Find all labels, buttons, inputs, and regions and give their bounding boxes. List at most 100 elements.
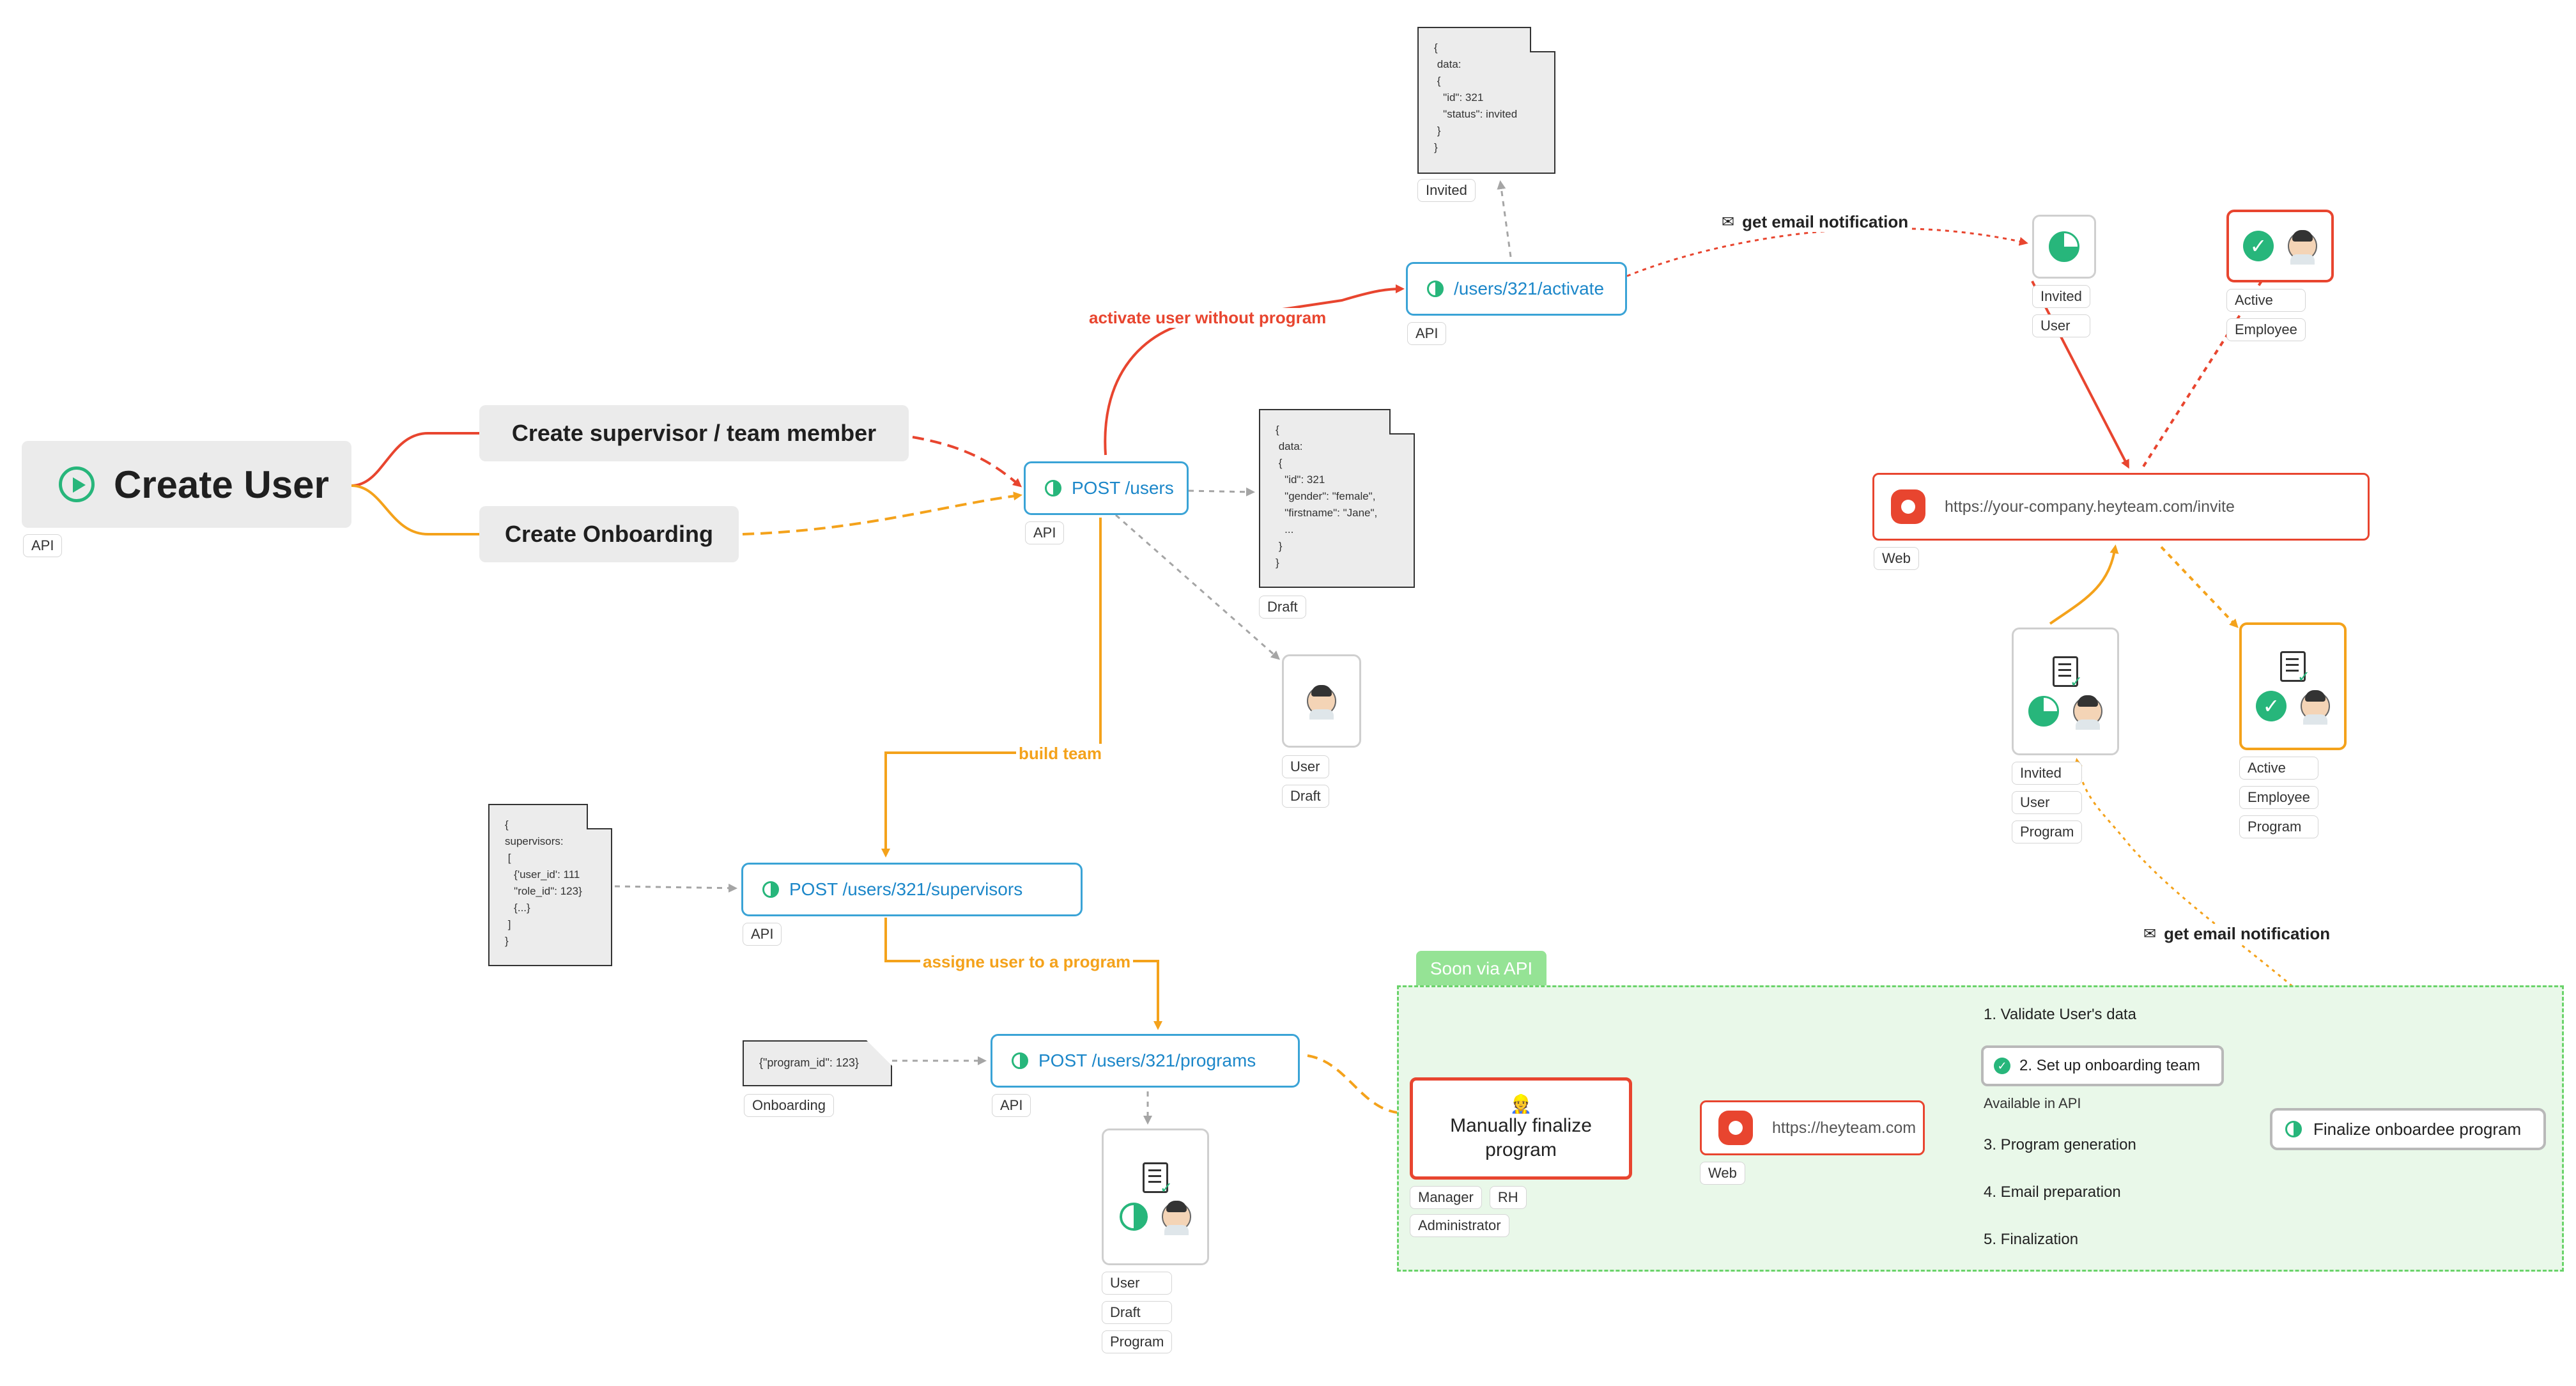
- finalize-label: Finalize onboardee program: [2313, 1119, 2522, 1139]
- soon-via-api-tab: Soon via API: [1416, 951, 1546, 987]
- available-in-api-label: Available in API: [1984, 1095, 2081, 1111]
- status-tag: Active: [2226, 289, 2306, 312]
- heyteam-web-tag: Web: [1700, 1162, 1745, 1185]
- heyteam-logo-icon: [1888, 487, 1928, 527]
- activate-node[interactable]: /users/321/activate: [1406, 262, 1627, 316]
- status-tag: Draft: [1282, 785, 1329, 808]
- invited-user-card[interactable]: [2032, 215, 2096, 279]
- branch-supervisor-line: [351, 432, 479, 487]
- person-icon: [2301, 690, 2330, 725]
- half-progress-icon: [1012, 1052, 1028, 1069]
- branch-onboarding-line: [351, 484, 479, 535]
- status-tag: User: [1102, 1272, 1173, 1295]
- activate-label: /users/321/activate: [1454, 279, 1605, 298]
- email-notification-top: ✉ get email notification: [1722, 212, 1911, 232]
- post-programs-label: POST /users/321/programs: [1038, 1051, 1256, 1070]
- play-icon: [59, 466, 95, 502]
- check-icon: ✓: [1994, 1058, 2010, 1074]
- envelope-icon: ✉: [1722, 213, 1735, 231]
- doc-fold-corner: [587, 804, 612, 829]
- doc-fold-corner: [1530, 27, 1555, 52]
- create-onboarding-node[interactable]: Create Onboarding: [479, 506, 739, 562]
- check-icon: ✓: [2243, 231, 2274, 261]
- status-tag: Employee: [2226, 318, 2306, 341]
- role-tag: Manager: [1410, 1186, 1482, 1209]
- create-supervisor-node[interactable]: Create supervisor / team member: [479, 405, 909, 461]
- invited-doc-tag: Invited: [1417, 179, 1476, 202]
- draft-json-doc: { data: { "id": 321 "gender": "female", …: [1259, 409, 1415, 588]
- status-tag: Active: [2239, 757, 2318, 780]
- edge-onboarding-post: [742, 491, 1022, 535]
- invited-user-program-tags: Invited User Program: [2012, 762, 2083, 843]
- role-tag: Administrator: [1410, 1214, 1509, 1237]
- manual-line-2: program: [1485, 1139, 1557, 1160]
- invite-url-box[interactable]: https://your-company.heyteam.com/invite: [1872, 473, 2370, 541]
- doc-fold-corner: [1389, 409, 1415, 435]
- program-doc-icon: [1143, 1162, 1173, 1197]
- status-tag: Program: [1102, 1330, 1173, 1353]
- active-employee-tags: Active Employee: [2226, 289, 2306, 341]
- user-draft-program-card[interactable]: [1102, 1128, 1209, 1265]
- supervisors-api-tag: API: [743, 923, 782, 946]
- heyteam-web-box[interactable]: https://heyteam.com: [1700, 1100, 1925, 1155]
- program-doc-icon: [2053, 656, 2083, 691]
- status-tag: Invited: [2032, 285, 2090, 308]
- person-icon: [1307, 685, 1336, 720]
- post-users-node[interactable]: POST /users: [1024, 461, 1189, 515]
- status-tag: Invited: [2012, 762, 2083, 785]
- step-onboarding-team-label: 2. Set up onboarding team: [2019, 1057, 2200, 1074]
- person-icon: [2073, 695, 2102, 730]
- user-draft-tags: User Draft: [1282, 755, 1329, 808]
- manual-role-tags: Manager RH: [1410, 1186, 1527, 1209]
- half-progress-icon: [2285, 1121, 2302, 1137]
- edge-label-assign-program: assigne user to a program: [920, 952, 1134, 972]
- status-tag: User: [2032, 314, 2090, 337]
- post-users-label: POST /users: [1072, 478, 1174, 498]
- supervisors-json-doc: { supervisors: [ {'user_id': 111 "role_i…: [488, 804, 612, 966]
- role-tag: RH: [1489, 1186, 1527, 1209]
- step-validate: 1. Validate User's data: [1984, 1006, 2136, 1023]
- worker-icon: 👷: [1509, 1094, 1532, 1114]
- active-employee-program-tags: Active Employee Program: [2239, 757, 2318, 838]
- half-progress-icon: [1045, 480, 1061, 497]
- active-employee-card[interactable]: ✓: [2226, 210, 2334, 282]
- finalize-onboardee-node[interactable]: Finalize onboardee program: [2270, 1108, 2546, 1150]
- status-tag: Draft: [1102, 1301, 1173, 1324]
- manual-finalize-node[interactable]: 👷 Manually finalize program: [1410, 1077, 1632, 1180]
- post-users-api-tag: API: [1025, 521, 1065, 544]
- half-progress-icon: [1120, 1203, 1148, 1231]
- root-create-user[interactable]: Create User: [22, 441, 351, 528]
- user-draft-card[interactable]: [1282, 654, 1361, 748]
- invited-user-program-card[interactable]: [2012, 628, 2119, 755]
- half-progress-icon: [762, 881, 779, 898]
- post-supervisors-node[interactable]: POST /users/321/supervisors: [741, 863, 1083, 916]
- user-draft-program-tags: User Draft Program: [1102, 1272, 1173, 1353]
- status-tag: User: [1282, 755, 1329, 778]
- half-progress-icon: [1427, 281, 1444, 297]
- step-onboarding-team[interactable]: ✓ 2. Set up onboarding team: [1981, 1045, 2224, 1086]
- step-email-preparation: 4. Email preparation: [1984, 1183, 2121, 1201]
- invited-user-tags: Invited User: [2032, 285, 2090, 337]
- program-doc-icon: [2280, 651, 2310, 686]
- post-programs-node[interactable]: POST /users/321/programs: [991, 1034, 1300, 1088]
- step-program-generation: 3. Program generation: [1984, 1136, 2136, 1153]
- root-api-tag: API: [23, 534, 63, 557]
- step-finalization: 5. Finalization: [1984, 1231, 2079, 1248]
- progress-pie-icon: [2028, 696, 2059, 727]
- status-tag: Employee: [2239, 786, 2318, 809]
- edge-label-build-team: build team: [1016, 744, 1105, 764]
- activate-api-tag: API: [1407, 322, 1447, 345]
- edge-label-activate-without-program: activate user without program: [1086, 308, 1329, 328]
- root-title: Create User: [114, 463, 329, 506]
- progress-pie-icon: [2049, 231, 2079, 262]
- program-json-doc: {"program_id": 123}: [743, 1040, 892, 1086]
- program-doc-tag: Onboarding: [744, 1094, 834, 1117]
- invite-url-text: https://your-company.heyteam.com/invite: [1945, 497, 2235, 516]
- edge-supervisor-post: [912, 436, 1022, 488]
- active-employee-program-card[interactable]: ✓: [2239, 622, 2347, 750]
- person-icon: [1162, 1201, 1191, 1235]
- status-tag: Program: [2012, 820, 2083, 843]
- email-notification-bottom: ✉ get email notification: [2143, 924, 2333, 944]
- manual-line-1: Manually finalize: [1450, 1115, 1592, 1136]
